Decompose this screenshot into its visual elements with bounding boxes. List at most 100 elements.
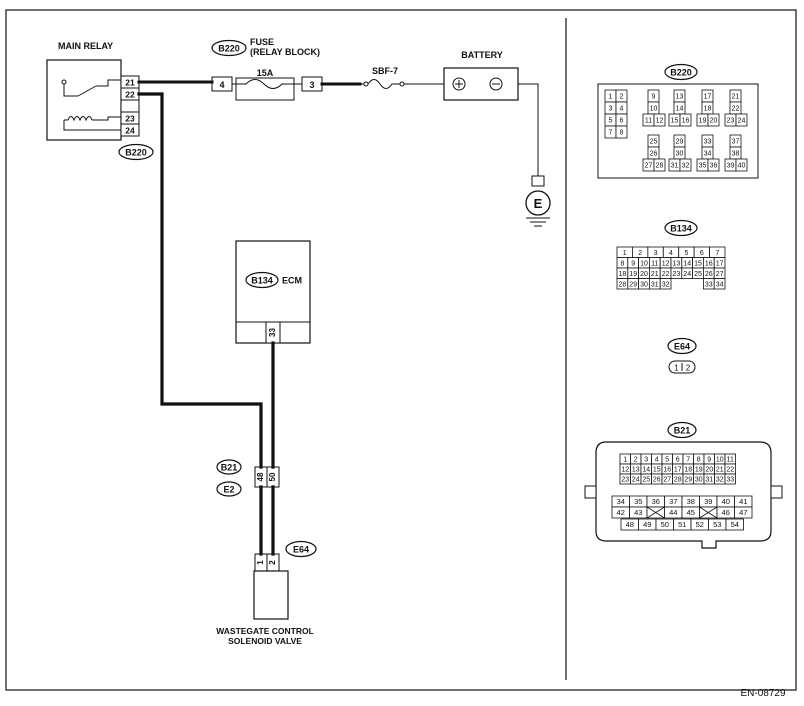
b134-cell-29: 29 [629,281,637,288]
b21-cell-30: 30 [695,477,703,484]
b220-cell-20: 20 [710,118,718,125]
mid-connector-id-top: B21 [221,463,238,473]
b21-cell-19: 19 [695,467,703,474]
b134-view-label: B134 [670,224,692,234]
b220-cell-22: 22 [732,106,740,113]
b220-cell-8-box [615,125,628,139]
b220-cell-40-box [735,158,748,172]
b134-cell-32: 32 [662,281,670,288]
b134-cell-21: 21 [651,271,659,278]
b134-cell-16: 16 [705,260,713,267]
b21-cell-16: 16 [663,467,671,474]
b220-cell-11: 11 [645,118,652,125]
b220-cell-17: 17 [704,94,712,101]
b21-cell-33: 33 [726,477,734,484]
ecm-connector-tag [245,271,279,289]
b21-cell-28: 28 [674,477,682,484]
b220-cell-2: 2 [620,94,624,101]
b21-cell-4: 4 [655,457,659,464]
b220-cell-40: 40 [738,163,746,170]
b134-cell-8: 8 [620,260,624,267]
sbf-fuse: SBF-7 [360,66,405,89]
b134-cell-9: 9 [631,260,635,267]
b220-cell-30: 30 [676,151,684,158]
b220-cell-20-box [707,113,720,127]
b220-cell-28-box [653,158,666,172]
b21-cell-13: 13 [632,467,640,474]
ground-lug [531,175,545,187]
b21-cell-37: 37 [669,497,677,506]
b134-cell-20: 20 [640,271,648,278]
relay-switch-line [63,82,78,97]
b134-cell-28: 28 [619,281,627,288]
ecm: B134 ECM 33 [235,240,311,344]
solenoid-pin-2: 2 [268,560,277,565]
b21-cell-42: 42 [617,508,625,517]
b21-cell-43: 43 [634,508,642,517]
b134-cell-5: 5 [684,250,688,257]
b21-cell-38: 38 [687,497,695,506]
b220-cell-1: 1 [609,94,613,101]
b21-cell-29: 29 [684,477,692,484]
b134-cell-1: 1 [623,250,627,257]
relay-coil-lead-right [92,116,121,121]
b21-cell-41: 41 [739,497,747,506]
b134-cell-22: 22 [662,271,670,278]
b21-cell-15: 15 [653,467,661,474]
fuse-connector-id: B220 [218,44,240,54]
b21-cell-31: 31 [705,477,713,484]
wires [137,80,539,556]
b134-cell-25: 25 [694,271,702,278]
b21-cell-1: 1 [623,457,627,464]
b21-cell-2: 2 [634,457,638,464]
b21-view-label: B21 [674,426,691,436]
b134-cell-27: 27 [716,271,724,278]
sbf-label: SBF-7 [372,66,398,76]
b220-cell-23: 23 [727,118,735,125]
b220-cell-4: 4 [620,106,624,113]
b21-view-tag [667,421,697,439]
b21-cell-54-box [725,518,744,531]
b21-cell-11: 11 [727,457,734,464]
relay-connector-tag [118,143,154,161]
fuse-relay-block: B220 FUSE (RELAY BLOCK) 15A 4 3 [211,37,323,101]
b220-cell-26: 26 [650,151,658,158]
b220-cell-25: 25 [650,139,658,146]
b220-cell-32: 32 [682,163,690,170]
b220-cell-9: 9 [652,94,656,101]
e64-view-pin-1: 1 [674,364,679,373]
b21-cell-20: 20 [705,467,713,474]
relay-pin-21: 21 [125,78,135,88]
b134-cell-12: 12 [662,260,670,267]
b220-cell-5: 5 [609,118,613,125]
ecm-pin-33: 33 [268,328,277,337]
b21-cell-53: 53 [713,520,721,529]
fuse-pin-3: 3 [309,80,314,90]
b220-cell-7: 7 [609,130,613,137]
b21-cell-3: 3 [644,457,648,464]
solenoid-connector-id: E64 [293,545,309,555]
b220-cell-16: 16 [682,118,690,125]
b134-cell-15: 15 [694,260,702,267]
b220-cell-39: 39 [727,163,735,170]
b21-blank-cross-b-5 [699,506,718,519]
fuse-pin-4: 4 [219,80,224,90]
ground-circle [525,190,551,216]
mid-connector-tag-bottom [216,481,242,497]
b21-view-lock-right [770,485,783,499]
solenoid-connector-tag [285,540,317,558]
b134-cell-24: 24 [683,271,691,278]
relay-pin-blank-box [120,99,140,113]
b21-cell-26: 26 [653,477,661,484]
b21-cell-23: 23 [621,477,629,484]
b220-cell-13: 13 [676,94,684,101]
relay-pin-24: 24 [125,126,135,136]
b21-cell-21: 21 [716,467,724,474]
relay-switch-arm [77,85,97,97]
relay-connector-id: B220 [125,148,147,158]
sbf-element [360,79,400,89]
b134-cell-3: 3 [654,250,658,257]
b220-cell-3: 3 [609,106,613,113]
